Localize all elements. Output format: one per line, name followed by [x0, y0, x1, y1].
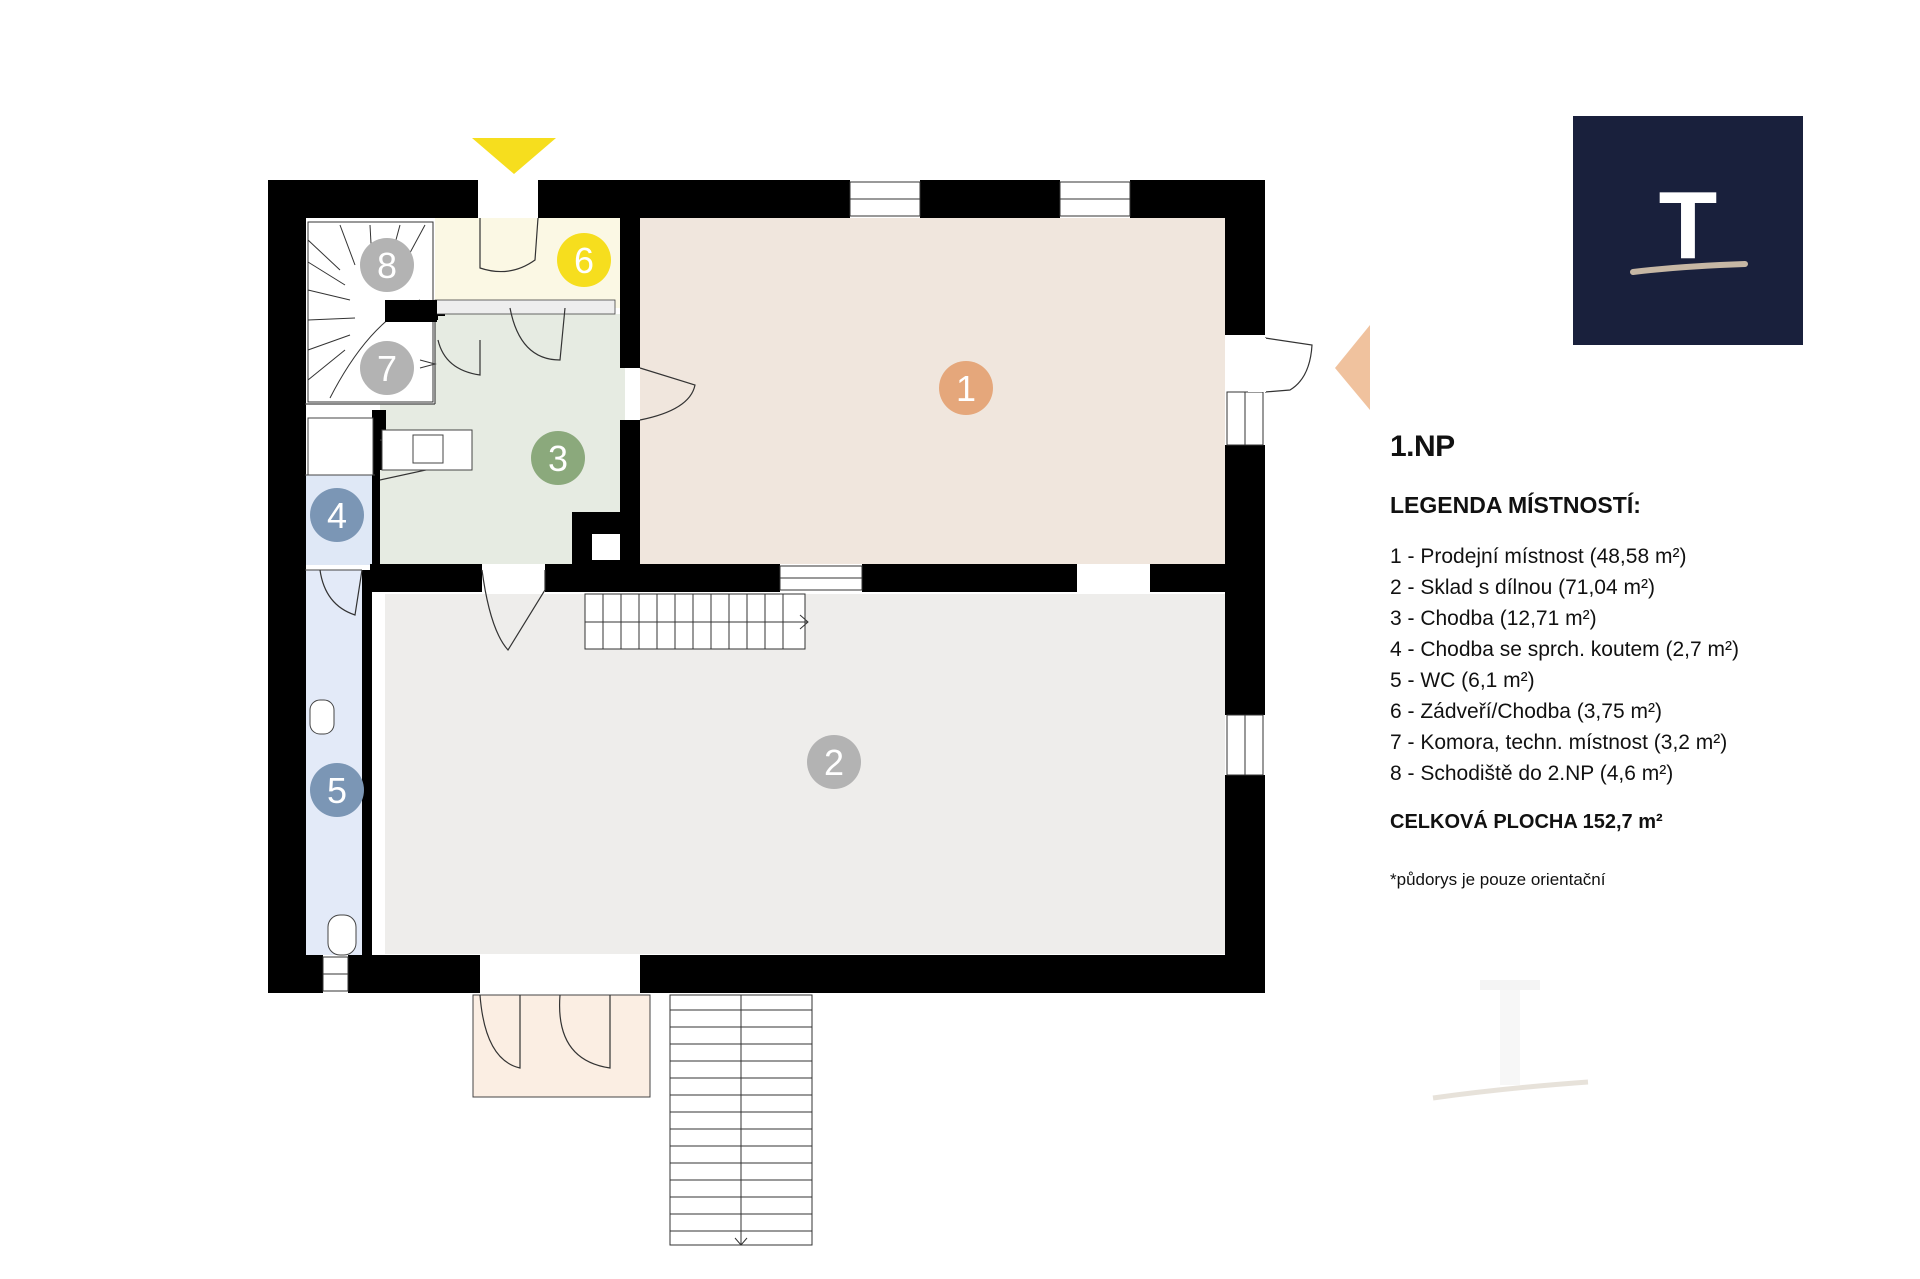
room-marker-2 [807, 735, 861, 789]
fixtures [307, 417, 473, 956]
partition-wall [434, 299, 616, 315]
room-number-3: 3 [548, 438, 568, 479]
room-marker-4 [310, 488, 364, 542]
doors [319, 217, 1313, 1069]
disclaimer-note: *půdorys je pouze orientační [1390, 870, 1606, 889]
room-marker-8 [360, 238, 414, 292]
legend-list: 1 - Prodejní místnost (48,58 m²) 2 - Skl… [1390, 541, 1890, 789]
room-2-area [385, 594, 1225, 954]
legend-item: 5 - WC (6,1 m²) [1390, 669, 1535, 692]
staircase-room-2 [584, 593, 809, 650]
room-marker-5 [310, 763, 364, 817]
legend-item: 7 - Komora, techn. místnost (3,2 m²) [1390, 731, 1728, 754]
shaft-opening [592, 534, 620, 560]
toilet [327, 914, 357, 956]
entrance-marker-front [472, 138, 556, 174]
room-number-1: 1 [956, 368, 976, 409]
room-number-7: 7 [377, 348, 397, 389]
legend-item: 8 - Schodiště do 2.NP (4,6 m²) [1390, 762, 1674, 785]
legend-heading: LEGENDA MÍSTNOSTÍ: [1390, 492, 1641, 518]
room-number-5: 5 [327, 770, 347, 811]
floor-plan: 1 2 3 4 5 6 7 8 [268, 138, 1370, 1246]
porch-area [472, 994, 651, 1098]
shower-tray [307, 417, 374, 476]
windows [322, 181, 1264, 992]
legend-item: 1 - Prodejní místnost (48,58 m²) [1390, 545, 1687, 568]
washbasin [309, 699, 335, 735]
room-marker-7 [360, 341, 414, 395]
room-legend: 1.NP LEGENDA MÍSTNOSTÍ: 1 - Prodejní mís… [1390, 430, 1890, 890]
room-markers: 1 2 3 4 5 6 7 8 [310, 233, 993, 817]
room-number-6: 6 [574, 240, 594, 281]
walls [268, 180, 1265, 993]
room-marker-1 [939, 361, 993, 415]
room-marker-6 [557, 233, 611, 287]
legend-item: 6 - Zádveří/Chodba (3,75 m²) [1390, 700, 1662, 723]
exterior-staircase [669, 994, 813, 1246]
legend-item: 4 - Chodba se sprch. koutem (2,7 m²) [1390, 638, 1739, 661]
logo-letter: T [1659, 172, 1718, 279]
floor-title: 1.NP [1390, 430, 1455, 463]
company-logo: T [1573, 116, 1803, 345]
legend-item: 3 - Chodba (12,71 m²) [1390, 607, 1597, 630]
room-number-2: 2 [824, 742, 844, 783]
room-5-area [305, 570, 370, 955]
total-area: CELKOVÁ PLOCHA 152,7 m² [1390, 811, 1663, 833]
room-number-4: 4 [327, 495, 347, 536]
logo-watermark [1425, 980, 1595, 1110]
room-number-8: 8 [377, 245, 397, 286]
legend-item: 2 - Sklad s dílnou (71,04 m²) [1390, 576, 1655, 599]
room-1-area [640, 218, 1225, 564]
room-marker-3 [531, 431, 585, 485]
entrance-marker-side [1335, 325, 1370, 410]
